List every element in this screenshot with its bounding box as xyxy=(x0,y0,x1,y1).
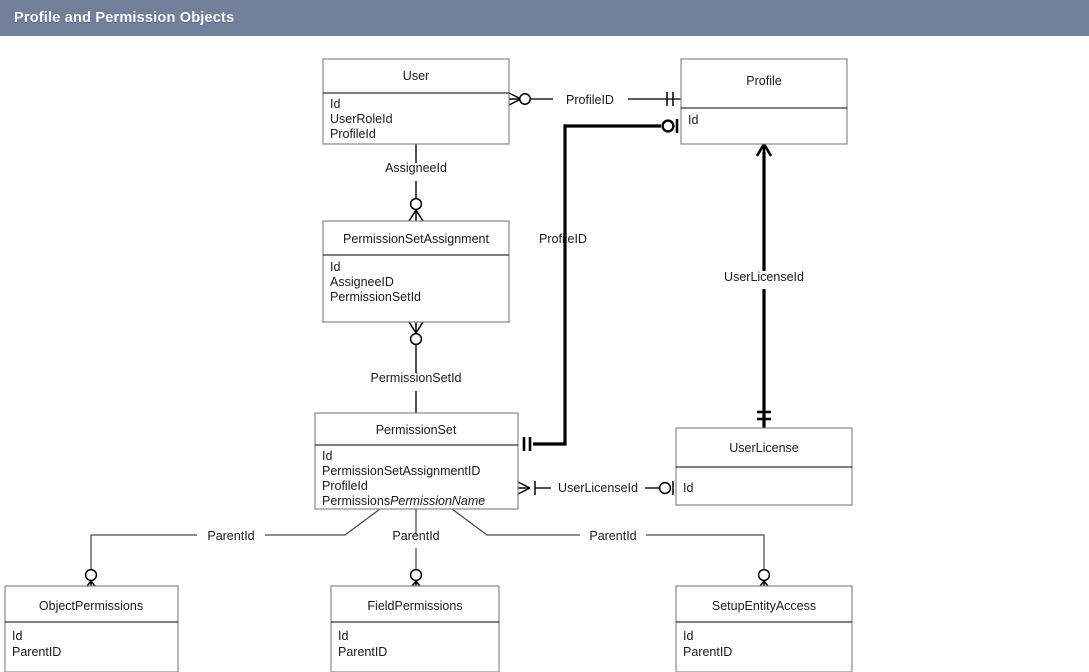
entity-user[interactable]: User Id UserRoleId ProfileId xyxy=(322,58,510,145)
entity-title: FieldPermissions xyxy=(367,599,462,613)
cardinality-one-and-only-one-icon xyxy=(666,92,674,106)
relationship-permissionset-setupentityaccess xyxy=(451,508,772,591)
relationship-label-profileid-permissionset: ProfileID xyxy=(539,232,587,246)
cardinality-zero-icon xyxy=(409,568,423,582)
relationship-label-parentid-objectpermissions: ParentId xyxy=(207,529,254,543)
entity-field: ProfileId xyxy=(330,127,376,141)
entity-field: Id xyxy=(330,260,340,274)
entity-field: Id xyxy=(683,629,693,643)
entity-field: UserRoleId xyxy=(330,112,393,126)
cardinality-zero-icon xyxy=(409,197,423,211)
entity-title: ObjectPermissions xyxy=(39,599,143,613)
entity-userlicense[interactable]: UserLicense Id xyxy=(675,427,853,506)
cardinality-zero-icon xyxy=(409,332,423,346)
entity-title: User xyxy=(403,69,429,83)
entity-title: Profile xyxy=(746,74,781,88)
relationship-permissionset-fieldpermissions xyxy=(408,509,424,591)
relationship-label-userlicenseid-profile: UserLicenseId xyxy=(724,270,804,284)
entity-field: ParentID xyxy=(338,645,387,659)
entity-title: SetupEntityAccess xyxy=(712,599,816,613)
entity-field: PermissionSetAssignmentID xyxy=(322,464,480,478)
entity-title: PermissionSetAssignment xyxy=(343,232,489,246)
relationship-user-profile xyxy=(508,92,681,106)
entity-field: ProfileId xyxy=(322,479,368,493)
relationship-label-profileid-user: ProfileID xyxy=(566,93,614,107)
cardinality-zero-icon xyxy=(661,119,675,133)
entity-setupentityaccess[interactable]: SetupEntityAccess Id ParentID xyxy=(675,585,853,672)
entity-title: PermissionSet xyxy=(376,423,457,437)
relationship-psa-permissionset xyxy=(408,321,424,413)
entity-fieldpermissions[interactable]: FieldPermissions Id ParentID xyxy=(330,585,500,672)
relationship-permissionset-profile xyxy=(522,119,679,451)
relationship-user-psa xyxy=(408,144,424,222)
page-title: Profile and Permission Objects xyxy=(14,10,235,26)
relationship-label-permissionsetid: PermissionSetId xyxy=(370,371,461,385)
crowfoot-many-icon xyxy=(408,321,424,334)
entity-field: Id xyxy=(12,629,22,643)
entity-field: ParentID xyxy=(683,645,732,659)
relationship-label-parentid-fieldpermissions: ParentId xyxy=(392,529,439,543)
relationship-label-assigneeid: AssigneeId xyxy=(385,161,447,175)
cardinality-zero-icon xyxy=(84,568,98,582)
entity-field: Id xyxy=(322,449,332,463)
title-bar: Profile and Permission Objects xyxy=(0,0,1089,36)
entity-permissionsetassignment[interactable]: PermissionSetAssignment Id AssigneeID Pe… xyxy=(322,220,510,323)
crowfoot-many-icon xyxy=(408,209,424,222)
cardinality-zero-icon xyxy=(757,568,771,582)
entity-profile[interactable]: Profile Id xyxy=(680,58,848,145)
relationship-permissionset-objectpermissions xyxy=(83,508,381,591)
entity-field: Id xyxy=(338,629,348,643)
relationship-label-parentid-setupentityaccess: ParentId xyxy=(589,529,636,543)
field-italic-name: PermissionName xyxy=(390,494,485,508)
entity-objectpermissions[interactable]: ObjectPermissions Id ParentID xyxy=(4,585,179,672)
entity-field: Id xyxy=(683,481,693,495)
cardinality-zero-icon xyxy=(519,93,531,105)
entity-field: AssigneeID xyxy=(330,275,394,289)
crowfoot-many-icon xyxy=(517,481,531,495)
relationship-label-userlicenseid-permissionset: UserLicenseId xyxy=(558,481,638,495)
entity-field: Id xyxy=(330,97,340,111)
entity-title: UserLicense xyxy=(729,441,799,455)
field-prefix: Permissions xyxy=(322,494,390,508)
relationship-permissionset-userlicense xyxy=(517,481,674,495)
entity-field: Id xyxy=(688,113,698,127)
relationship-profile-userlicense xyxy=(755,143,773,428)
entity-permissionset[interactable]: PermissionSet Id PermissionSetAssignment… xyxy=(314,412,519,510)
entity-field: PermissionSetId xyxy=(330,290,421,304)
cardinality-one-and-only-one-icon xyxy=(757,410,771,421)
entity-field: ParentID xyxy=(12,645,61,659)
crowfoot-zero-or-many-icon xyxy=(508,92,522,106)
cardinality-one-and-only-one-icon xyxy=(522,437,532,451)
entity-field-permissions: PermissionsPermissionName xyxy=(322,494,485,508)
cardinality-zero-icon xyxy=(658,481,672,495)
